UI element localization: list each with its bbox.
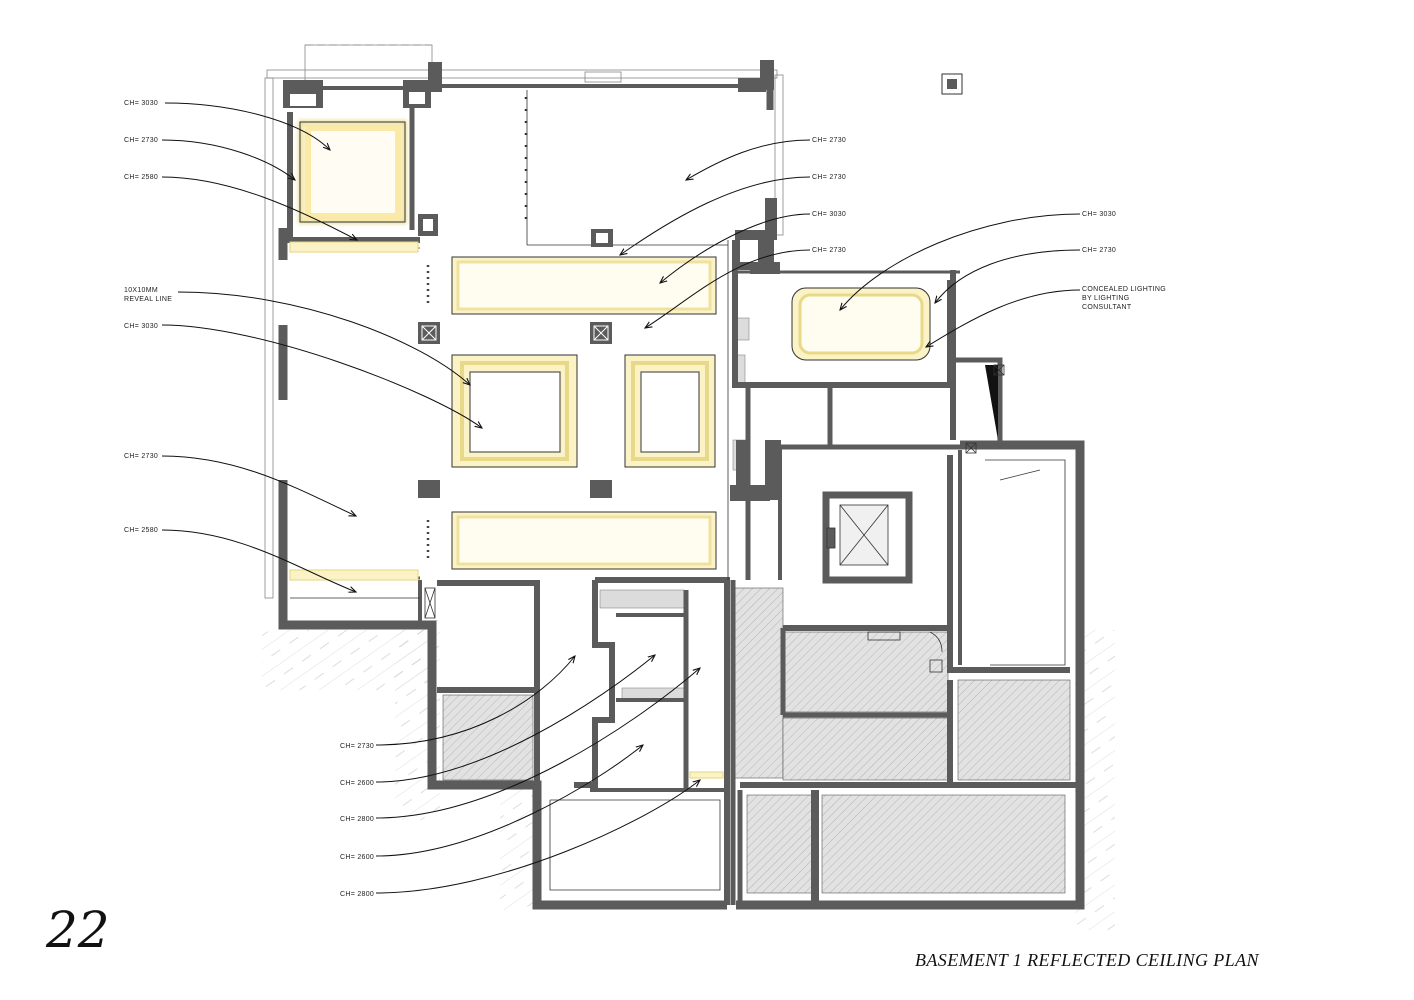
callout-label: CH= 2730 [812,174,846,181]
callout-label: CH= 2580 [124,527,158,534]
callout-label: CH= 2730 [340,743,374,750]
callout-label: CH= 2800 [340,891,374,898]
callout-label: CH= 3030 [812,211,846,218]
callout-label: CH= 2580 [124,174,158,181]
callout-label: CH= 3030 [124,323,158,330]
callout-label: CH= 2730 [124,453,158,460]
hatched-rooms [442,587,1071,894]
leader-lines-bottom [375,655,700,894]
callout-label: CH= 2730 [812,137,846,144]
callout-label: CH= 2600 [340,854,374,861]
callout-label: CH= 2800 [340,816,374,823]
callout-label: CH= 2600 [340,780,374,787]
leader-lines-left [161,102,482,592]
leader-lines-right [620,139,1081,347]
callout-label: CONSULTANT [1082,304,1132,311]
callout-label: BY LIGHTING [1082,295,1130,302]
callout-label: CH= 2730 [1082,247,1116,254]
callout-labels-left: CH= 3030 CH= 2730 CH= 2580 10X10MM REVEA… [124,100,172,534]
page-number: 22 [46,901,110,959]
lit-coves [289,120,931,779]
callout-labels-right: CH= 2730 CH= 2730 CH= 3030 CH= 2730 CH= … [812,137,1166,311]
feature-column-marks [421,325,609,341]
callout-label: REVEAL LINE [124,296,172,303]
terrace-outline [264,44,784,599]
inner-column-holes [290,92,758,262]
misc-symbols [424,364,1005,673]
callout-label: CONCEALED LIGHTING [1082,286,1166,293]
corner-wedge [985,365,998,440]
callout-label: CH= 2730 [812,247,846,254]
callout-label: CH= 2730 [124,137,158,144]
callout-label: 10X10MM [124,287,158,294]
lift-core [826,504,889,566]
callout-label: CH= 3030 [1082,211,1116,218]
drawing-title: BASEMENT 1 REFLECTED CEILING PLAN [915,950,1259,970]
callout-labels-bottom: CH= 2730 CH= 2600 CH= 2800 CH= 2600 CH= … [340,743,374,898]
thin-lines [290,90,1066,891]
callout-label: CH= 3030 [124,100,158,107]
